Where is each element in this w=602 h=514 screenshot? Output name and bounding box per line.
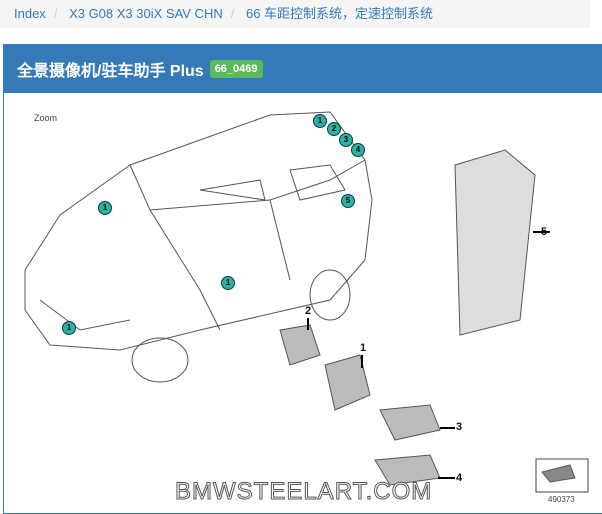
part-group-code-badge: 66_0469	[209, 60, 263, 78]
hotspot-1[interactable]: 1	[313, 114, 327, 128]
breadcrumb-index[interactable]: Index	[14, 6, 46, 21]
zoom-label[interactable]: Zoom	[34, 113, 58, 123]
diagram-number: 490373	[548, 495, 575, 504]
camera-illustrations	[279, 324, 441, 486]
hotspot-2[interactable]: 2	[327, 122, 341, 136]
hotspot-1[interactable]: 1	[62, 321, 76, 335]
part-label-5: 5	[541, 226, 548, 238]
breadcrumb-model[interactable]: X3 G08 X3 30iX SAV CHN	[69, 6, 223, 21]
control-unit-illustration	[454, 149, 536, 336]
watermark: BMWSTEELART.COM	[174, 478, 433, 506]
hotspot-3[interactable]: 3	[339, 133, 353, 147]
hotspot-1[interactable]: 1	[221, 276, 235, 290]
part-label-3: 3	[456, 421, 463, 433]
hotspot-5[interactable]: 5	[341, 194, 355, 208]
hotspot-1[interactable]: 1	[98, 201, 112, 215]
car-illustration	[24, 111, 373, 383]
breadcrumb: Index/ X3 G08 X3 30iX SAV CHN/ 66 车距控制系统…	[0, 0, 590, 28]
panel-header: 全景摄像机/驻车助手 Plus 66_0469	[4, 45, 602, 93]
panel-title: 全景摄像机/驻车助手 Plus	[17, 63, 204, 80]
hotspot-4[interactable]: 4	[351, 143, 365, 157]
breadcrumb-group[interactable]: 66 车距控制系统，定速控制系统	[245, 6, 434, 21]
part-label-2: 2	[305, 305, 312, 317]
part-label-1: 1	[360, 342, 367, 354]
diagram-nav-arrow-icon	[535, 458, 589, 493]
part-label-4: 4	[456, 472, 463, 484]
parts-panel: 全景摄像机/驻车助手 Plus 66_0469	[3, 44, 602, 514]
